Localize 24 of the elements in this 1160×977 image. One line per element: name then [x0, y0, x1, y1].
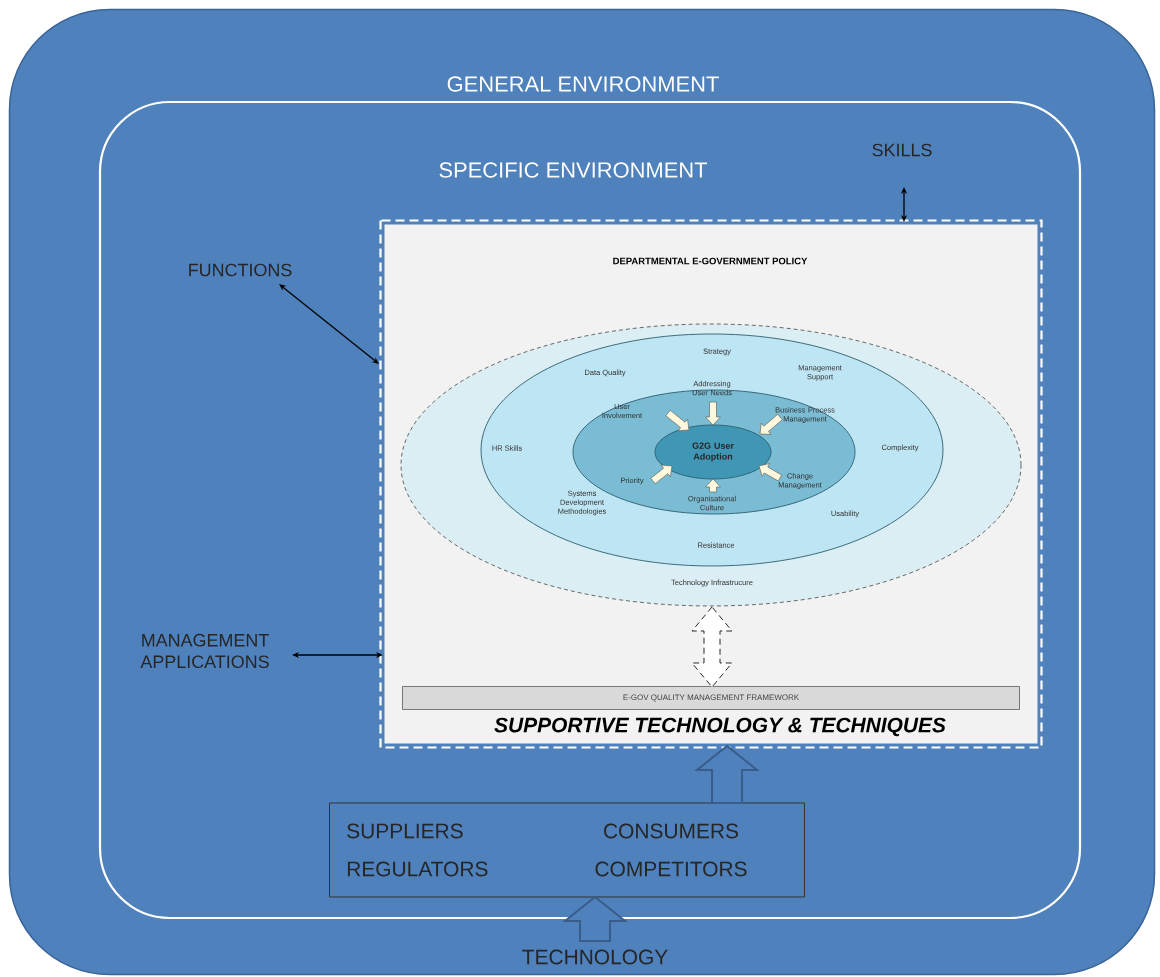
side-label: MANAGEMENT APPLICATIONS — [140, 633, 269, 669]
heading: GENERAL ENVIRONMENT — [447, 76, 719, 92]
side-label: SKILLS — [872, 143, 932, 157]
side-label: TECHNOLOGY — [522, 949, 668, 965]
block-arrow — [758, 463, 783, 482]
stakeholder-label: SUPPLIERS — [347, 823, 463, 839]
stakeholder-label: CONSUMERS — [604, 823, 739, 839]
side-label: FUNCTIONS — [189, 263, 292, 277]
heading: SUPPORTIVE TECHNOLOGY & TECHNIQUES — [494, 717, 946, 737]
block-arrow — [705, 478, 721, 493]
heading: DEPARTMENTAL E-GOVERNMENT POLICY — [613, 257, 808, 265]
double-arrow — [691, 606, 733, 688]
double-arrow — [292, 651, 383, 659]
heading: SPECIFIC ENVIRONMENT — [439, 162, 708, 178]
double-arrow — [279, 284, 379, 364]
block-arrow — [694, 744, 760, 804]
block-arrow — [562, 895, 628, 942]
double-arrow — [900, 187, 908, 222]
block-arrow — [705, 401, 721, 426]
block-arrow — [665, 409, 690, 432]
stakeholder-label: REGULATORS — [347, 861, 488, 877]
block-arrow — [759, 413, 783, 435]
stakeholder-label: COMPETITORS — [595, 861, 747, 877]
block-arrow — [650, 464, 673, 485]
